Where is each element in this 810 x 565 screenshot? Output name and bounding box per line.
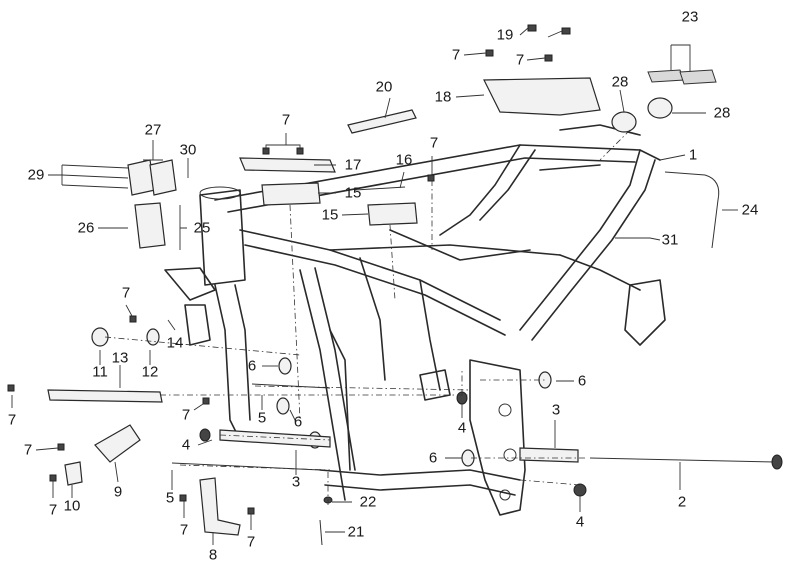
- callout-20: 20: [375, 78, 393, 96]
- callout-6: 6: [247, 357, 257, 375]
- main-frame: [164, 124, 666, 516]
- callout-2: 2: [677, 493, 687, 511]
- callout-7: 7: [121, 284, 131, 302]
- callout-3: 3: [551, 401, 561, 419]
- plate-26: [134, 202, 166, 249]
- callout-23: 23: [681, 8, 699, 26]
- block-15b: [367, 202, 418, 226]
- callout-7: 7: [48, 501, 58, 519]
- callout-21: 21: [347, 523, 365, 541]
- washer-12: [146, 328, 160, 346]
- axle-2: [589, 457, 776, 463]
- callout-25: 25: [193, 219, 211, 237]
- callout-5: 5: [165, 489, 175, 507]
- assembly-lines: [104, 129, 631, 505]
- callout-7: 7: [7, 411, 17, 429]
- callout-13: 13: [111, 349, 129, 367]
- rod-16: [354, 186, 406, 191]
- bracket-18: [483, 77, 601, 116]
- callout-3: 3: [291, 473, 301, 491]
- sleeve-3a: [219, 429, 331, 448]
- bolt-5a: [251, 383, 331, 389]
- pads-23: [647, 69, 717, 85]
- callout-5: 5: [257, 409, 267, 427]
- callout-7: 7: [179, 521, 189, 539]
- plate-17: [239, 157, 336, 173]
- bracket-10: [64, 461, 83, 486]
- bracket-9: [94, 424, 141, 463]
- callout-26: 26: [77, 219, 95, 237]
- bracket-8: [199, 477, 241, 536]
- bolt-5b: [171, 462, 321, 471]
- cable-24: [664, 171, 720, 249]
- plates-27: [127, 159, 177, 196]
- callout-16: 16: [395, 151, 413, 169]
- bolt-21: [319, 519, 323, 546]
- block-15a: [261, 182, 321, 206]
- bolts-29: [61, 164, 129, 189]
- leader-lines: [11, 27, 738, 545]
- callout-6: 6: [577, 372, 587, 390]
- callout-4: 4: [457, 419, 467, 437]
- callout-17: 17: [344, 156, 362, 174]
- callout-28: 28: [611, 73, 629, 91]
- bushings-28: [611, 97, 673, 133]
- callout-15: 15: [321, 206, 339, 224]
- nut-4a: [199, 428, 211, 442]
- bolts-7: [7, 147, 435, 515]
- callout-6: 6: [428, 449, 438, 467]
- callout-7: 7: [23, 441, 33, 459]
- callout-9: 9: [113, 483, 123, 501]
- sleeve-3b: [519, 447, 579, 463]
- callout-14: 14: [166, 334, 184, 352]
- callout-7: 7: [181, 406, 191, 424]
- callout-19: 19: [496, 26, 514, 44]
- callout-30: 30: [179, 141, 197, 159]
- callout-6: 6: [293, 413, 303, 431]
- callout-4: 4: [181, 436, 191, 454]
- callout-7: 7: [515, 51, 525, 69]
- rail-13: [47, 389, 163, 403]
- callout-8: 8: [208, 546, 218, 564]
- callout-11: 11: [92, 363, 108, 381]
- callout-27: 27: [144, 121, 162, 139]
- callout-24: 24: [741, 201, 759, 219]
- callout-22: 22: [359, 493, 377, 511]
- callout-7: 7: [429, 134, 439, 152]
- strap-20: [347, 109, 417, 134]
- callout-12: 12: [141, 363, 159, 381]
- callout-15: 15: [344, 184, 362, 202]
- callout-4: 4: [575, 513, 585, 531]
- lead-23: [670, 44, 691, 72]
- callout-1: 1: [688, 146, 698, 164]
- callout-29: 29: [27, 166, 45, 184]
- callout-10: 10: [63, 497, 81, 515]
- callout-7: 7: [281, 111, 291, 129]
- spacers-6: [276, 357, 552, 467]
- callout-31: 31: [661, 231, 679, 249]
- callout-18: 18: [434, 88, 452, 106]
- callout-7: 7: [246, 533, 256, 551]
- callout-28: 28: [713, 104, 731, 122]
- callout-7: 7: [451, 46, 461, 64]
- nut-4c: [573, 483, 587, 497]
